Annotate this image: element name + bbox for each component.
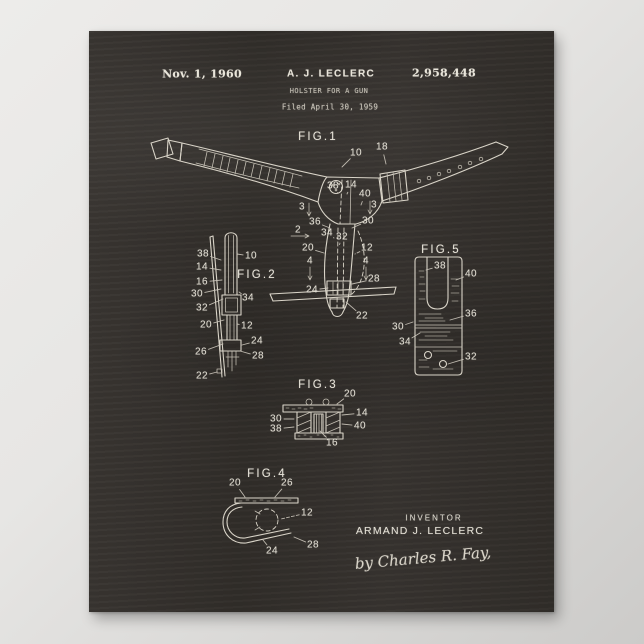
ref-numeral-fig1-14: 14 xyxy=(345,180,357,191)
ref-numeral-fig1-40: 40 xyxy=(359,189,371,200)
patent-filed-date: Filed April 30, 1959 xyxy=(282,103,378,112)
ref-numeral-fig1-20: 20 xyxy=(302,243,314,254)
ref-numeral-fig1-36: 36 xyxy=(309,217,321,228)
ref-numeral-fig1-38: 38 xyxy=(327,181,339,192)
ref-numeral-fig2-10: 10 xyxy=(245,251,257,262)
ref-numeral-fig4-28: 28 xyxy=(307,540,319,551)
inventor-full-name: ARMAND J. LECLERC xyxy=(356,525,484,537)
ref-numeral-fig1-4: 4 xyxy=(363,256,369,267)
leader-lines xyxy=(205,155,464,545)
patent-poster: Nov. 1, 1960 A. J. LECLERC 2,958,448 HOL… xyxy=(89,31,554,612)
fig4-drawing xyxy=(223,498,298,543)
ref-numeral-fig3-20: 20 xyxy=(344,389,356,400)
fig5-drawing xyxy=(415,257,462,375)
fig1-label: FIG.1 xyxy=(298,131,338,143)
ref-numeral-fig2-38: 38 xyxy=(197,249,209,260)
ref-numeral-fig2-30: 30 xyxy=(191,289,203,300)
ref-numeral-fig1-12: 12 xyxy=(361,243,373,254)
ref-numeral-fig1-34: 34 xyxy=(321,228,333,239)
ref-numeral-fig1-2: 2 xyxy=(295,225,301,236)
ref-numeral-fig2-14: 14 xyxy=(196,262,208,273)
fig5-label: FIG.5 xyxy=(421,244,461,256)
inventor-short-name: A. J. LECLERC xyxy=(287,69,375,80)
ref-numeral-fig1-3: 3 xyxy=(371,200,377,211)
ref-numeral-fig2-12: 12 xyxy=(241,321,253,332)
ref-numeral-fig5-38: 38 xyxy=(434,261,446,272)
ref-numeral-fig3-14: 14 xyxy=(356,408,368,419)
patent-title: HOLSTER FOR A GUN xyxy=(290,87,368,95)
ref-numeral-fig4-24: 24 xyxy=(266,546,278,557)
ref-numeral-fig3-40: 40 xyxy=(354,421,366,432)
ref-numeral-fig2-34: 34 xyxy=(242,293,254,304)
ref-numeral-fig1-30: 30 xyxy=(362,216,374,227)
ref-numeral-fig2-16: 16 xyxy=(196,277,208,288)
ref-numeral-fig5-40: 40 xyxy=(465,269,477,280)
fig2-drawing xyxy=(210,233,241,377)
fig3-label: FIG.3 xyxy=(298,379,338,391)
patent-date: Nov. 1, 1960 xyxy=(162,68,242,81)
ref-numeral-fig2-28: 28 xyxy=(252,351,264,362)
fig2-label: FIG.2 xyxy=(237,269,277,281)
ref-numeral-fig3-16: 16 xyxy=(326,438,338,449)
ref-numeral-fig1-10: 10 xyxy=(350,148,362,159)
ref-numeral-fig1-18: 18 xyxy=(376,142,388,153)
ref-numeral-fig3-38: 38 xyxy=(270,424,282,435)
ref-numeral-fig1-4: 4 xyxy=(307,256,313,267)
ref-numeral-fig5-30: 30 xyxy=(392,322,404,333)
ref-numeral-fig2-32: 32 xyxy=(196,303,208,314)
patent-number: 2,958,448 xyxy=(412,67,476,80)
ref-numeral-fig5-34: 34 xyxy=(399,337,411,348)
ref-numeral-fig2-26: 26 xyxy=(195,347,207,358)
ref-numeral-fig2-22: 22 xyxy=(196,371,208,382)
ref-numeral-fig4-20: 20 xyxy=(229,478,241,489)
ref-numeral-fig1-22: 22 xyxy=(356,311,368,322)
ref-numeral-fig1-24: 24 xyxy=(306,285,318,296)
ref-numeral-fig1-3: 3 xyxy=(299,202,305,213)
patent-drawing xyxy=(89,31,554,612)
ref-numeral-fig5-32: 32 xyxy=(465,352,477,363)
ref-numeral-fig1-32: 32 xyxy=(336,232,348,243)
ref-numeral-fig5-36: 36 xyxy=(465,309,477,320)
ref-numeral-fig4-12: 12 xyxy=(301,508,313,519)
ref-numeral-fig2-20: 20 xyxy=(200,320,212,331)
ref-numeral-fig1-28: 28 xyxy=(368,274,380,285)
ref-numeral-fig4-26: 26 xyxy=(281,478,293,489)
inventor-caption: INVENTOR xyxy=(405,514,462,523)
ref-numeral-fig2-24: 24 xyxy=(251,336,263,347)
